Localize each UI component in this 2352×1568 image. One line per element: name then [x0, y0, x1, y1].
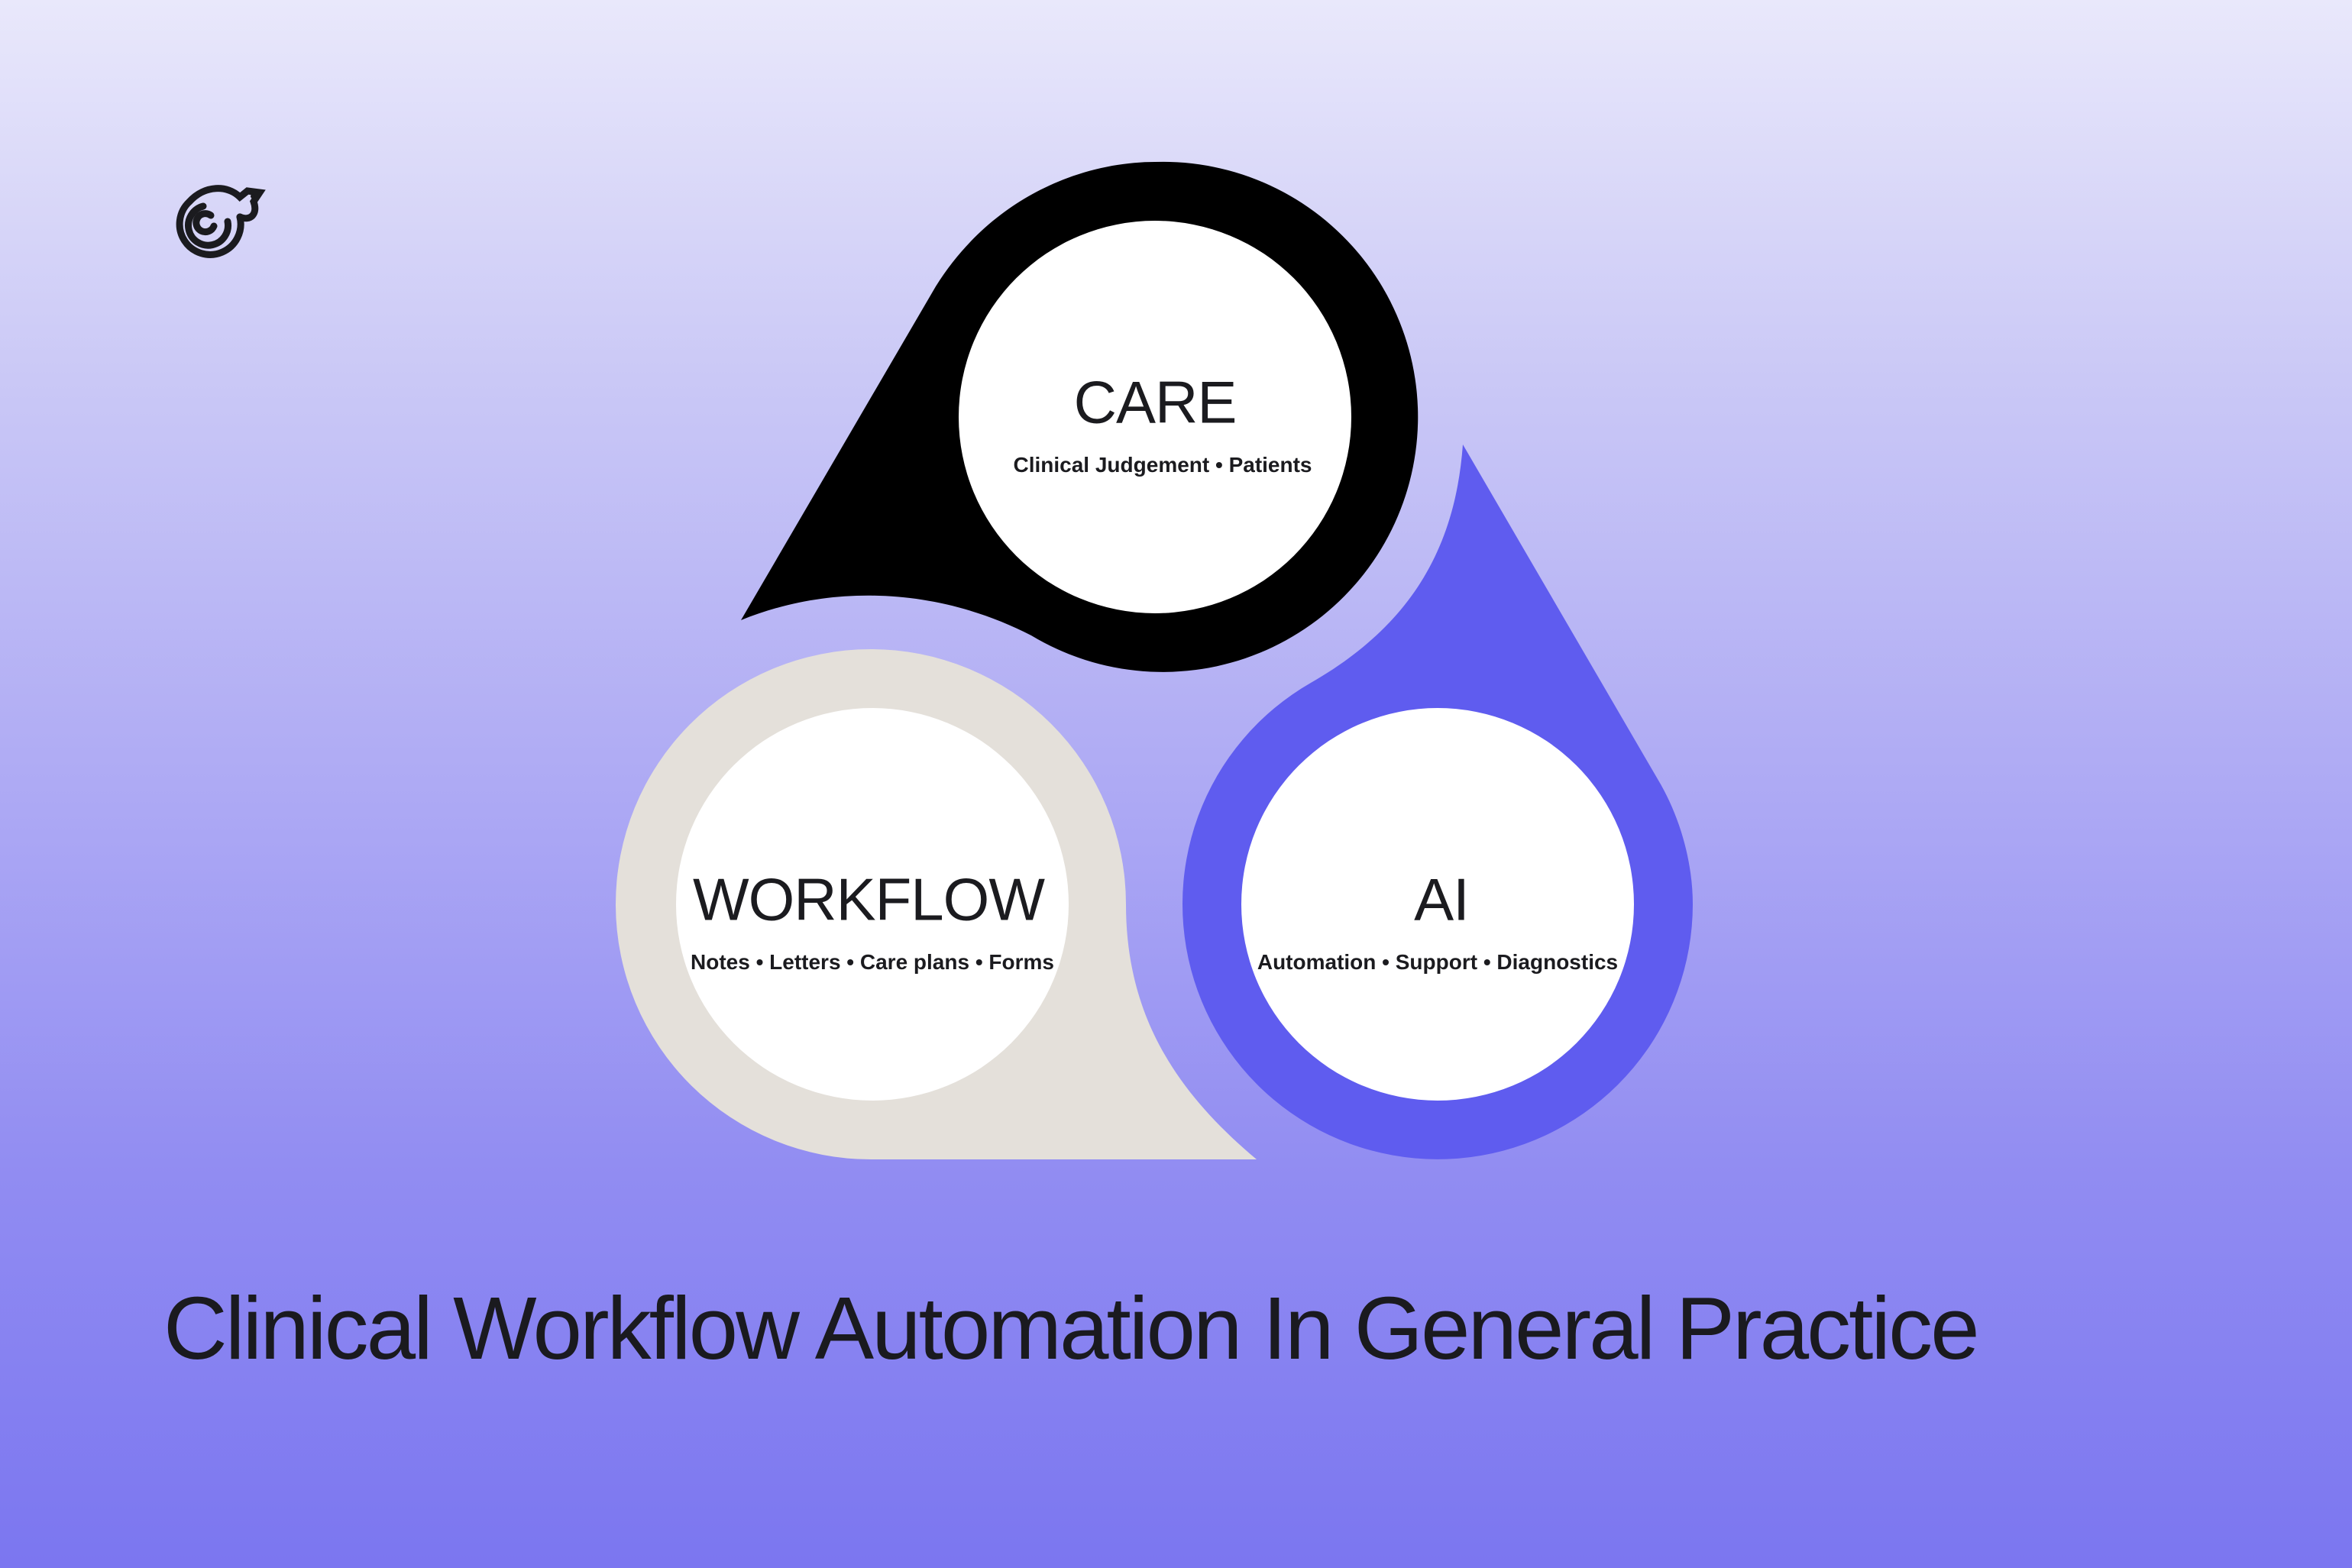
care-title: CARE — [1073, 368, 1237, 436]
bird-swirl-logo-icon — [176, 185, 266, 258]
page-title: Clinical Workflow Automation In General … — [163, 1279, 1980, 1378]
workflow-subtitle: Notes • Letters • Care plans • Forms — [691, 950, 1054, 974]
ai-subtitle: Automation • Support • Diagnostics — [1257, 950, 1619, 974]
ai-title: AI — [1414, 865, 1470, 933]
care-inner-circle — [959, 221, 1351, 613]
workflow-inner-circle — [676, 708, 1069, 1101]
ai-inner-circle — [1241, 708, 1634, 1101]
care-subtitle: Clinical Judgement • Patients — [1013, 453, 1312, 477]
workflow-title: WORKFLOW — [693, 865, 1045, 933]
